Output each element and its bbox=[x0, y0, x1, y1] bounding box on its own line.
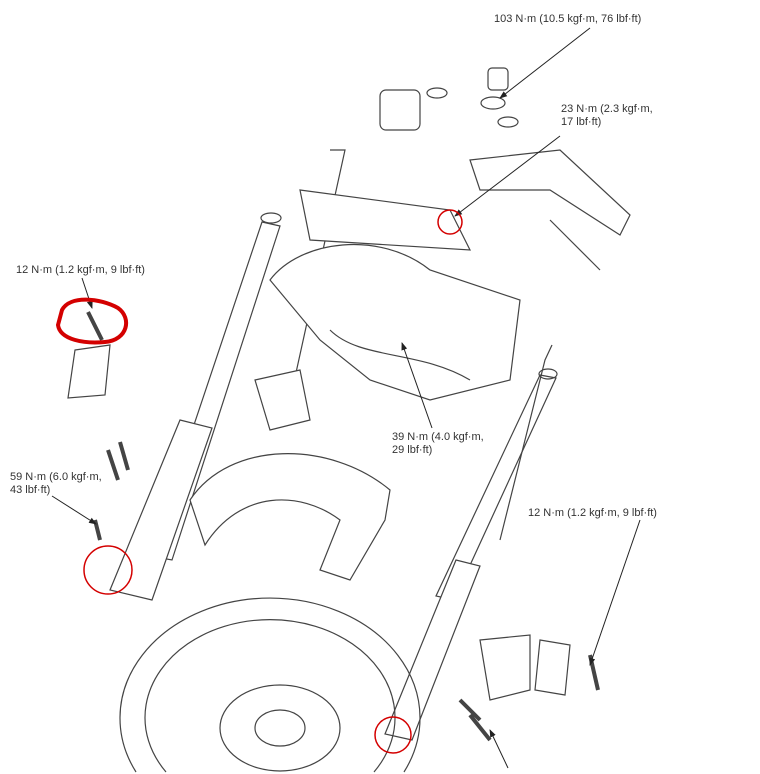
torque-label-right-bracket: 12 N·m (1.2 kgf·m, 9 lbf·ft) bbox=[528, 507, 657, 520]
front-wheel bbox=[119, 597, 421, 773]
right-brake-caliper bbox=[479, 634, 531, 701]
torque-text: 29 lbf·ft) bbox=[392, 444, 433, 456]
torque-text: 12 N·m (1.2 kgf·m, 9 lbf·ft) bbox=[528, 507, 657, 519]
torque-text: 39 N·m (4.0 kgf·m, bbox=[392, 431, 484, 443]
red-circle-left-axle bbox=[83, 545, 133, 595]
leader-lines bbox=[51, 27, 641, 769]
red-circle-right-axle bbox=[374, 716, 412, 754]
right-fork bbox=[384, 344, 558, 741]
highlight-marks bbox=[55, 209, 463, 754]
red-scribble-highlight bbox=[55, 297, 129, 345]
torque-text: 12 N·m (1.2 kgf·m, 9 lbf·ft) bbox=[16, 264, 145, 276]
torque-text: 59 N·m (6.0 kgf·m, bbox=[10, 471, 102, 483]
torque-label-stem-nut: 103 N·m (10.5 kgf·m, 76 lbf·ft) bbox=[494, 13, 641, 26]
torque-text: 23 N·m (2.3 kgf·m, bbox=[561, 103, 653, 115]
left-bracket-bolt bbox=[86, 311, 104, 341]
left-brake-caliper bbox=[254, 369, 311, 431]
left-brake-pad bbox=[67, 344, 111, 399]
torque-label-bottom-bridge: 39 N·m (4.0 kgf·m, 29 lbf·ft) bbox=[392, 431, 484, 457]
torque-text: 43 lbf·ft) bbox=[10, 484, 51, 496]
front-fender bbox=[189, 453, 391, 581]
torque-label-axle-pinch: 59 N·m (6.0 kgf·m, 43 lbf·ft) bbox=[10, 471, 102, 497]
torque-label-left-bracket: 12 N·m (1.2 kgf·m, 9 lbf·ft) bbox=[16, 264, 145, 277]
left-fork bbox=[109, 149, 346, 601]
right-brake-pad bbox=[534, 639, 571, 696]
red-circle-top-bridge bbox=[437, 209, 463, 235]
handlebar-assembly bbox=[269, 67, 631, 401]
torque-label-top-bridge: 23 N·m (2.3 kgf·m, 17 lbf·ft) bbox=[561, 103, 653, 129]
torque-text: 17 lbf·ft) bbox=[561, 116, 602, 128]
torque-text: 103 N·m (10.5 kgf·m, 76 lbf·ft) bbox=[494, 13, 642, 25]
